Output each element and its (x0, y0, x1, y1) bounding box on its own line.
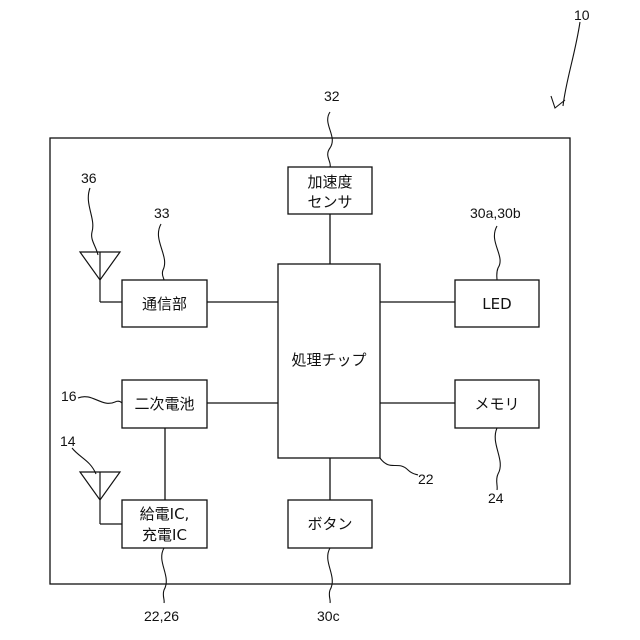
led-block: LED (455, 280, 539, 327)
secondary-battery-label: 二次電池 (134, 395, 194, 413)
secondary-battery-block: 二次電池 (122, 380, 207, 428)
processing-chip-block: 処理チップ (278, 264, 380, 458)
memory-label: メモリ (474, 395, 519, 413)
ref-antenna-top: 36 (81, 170, 97, 186)
ref-power-ic: 22,26 (144, 608, 179, 624)
accel-sensor-label-line1: 加速度 (307, 173, 352, 191)
leader-device-arrowhead (551, 96, 565, 108)
memory-block: メモリ (455, 380, 539, 428)
leader-comm-unit (158, 224, 164, 280)
accel-sensor-block: 加速度 センサ (288, 167, 372, 214)
antenna-top-icon (80, 252, 122, 302)
ref-accel-sensor: 32 (324, 88, 340, 104)
ref-led: 30a,30b (470, 205, 521, 221)
power-ic-label-line2: 充電IC (142, 526, 187, 544)
ref-antenna-bottom: 14 (60, 433, 76, 449)
leader-device (563, 22, 580, 106)
ref-button: 30c (317, 608, 340, 624)
ref-device: 10 (574, 7, 590, 23)
leader-memory (495, 428, 500, 490)
leader-accel-sensor (328, 112, 333, 167)
power-ic-block: 給電IC, 充電IC (122, 500, 207, 548)
leader-chip (380, 458, 418, 475)
accel-sensor-label-line2: センサ (307, 193, 352, 211)
leader-battery (78, 397, 122, 404)
leader-button (328, 548, 333, 603)
ref-chip: 22 (418, 471, 434, 487)
ref-comm-unit: 33 (154, 205, 170, 221)
ref-battery: 16 (61, 388, 77, 404)
led-label: LED (482, 295, 511, 313)
leader-antenna-bottom (72, 448, 96, 474)
leader-led (494, 226, 500, 280)
comm-unit-block: 通信部 (122, 280, 207, 327)
antenna-bottom-icon (80, 472, 122, 524)
button-label: ボタン (307, 515, 352, 533)
processing-chip-label: 処理チップ (291, 351, 366, 369)
comm-unit-label: 通信部 (142, 295, 187, 313)
button-block: ボタン (288, 500, 372, 548)
leader-power-ic (162, 548, 167, 603)
ref-memory: 24 (488, 490, 504, 506)
leader-antenna-top (88, 188, 98, 255)
power-ic-label-line1: 給電IC, (140, 505, 190, 523)
